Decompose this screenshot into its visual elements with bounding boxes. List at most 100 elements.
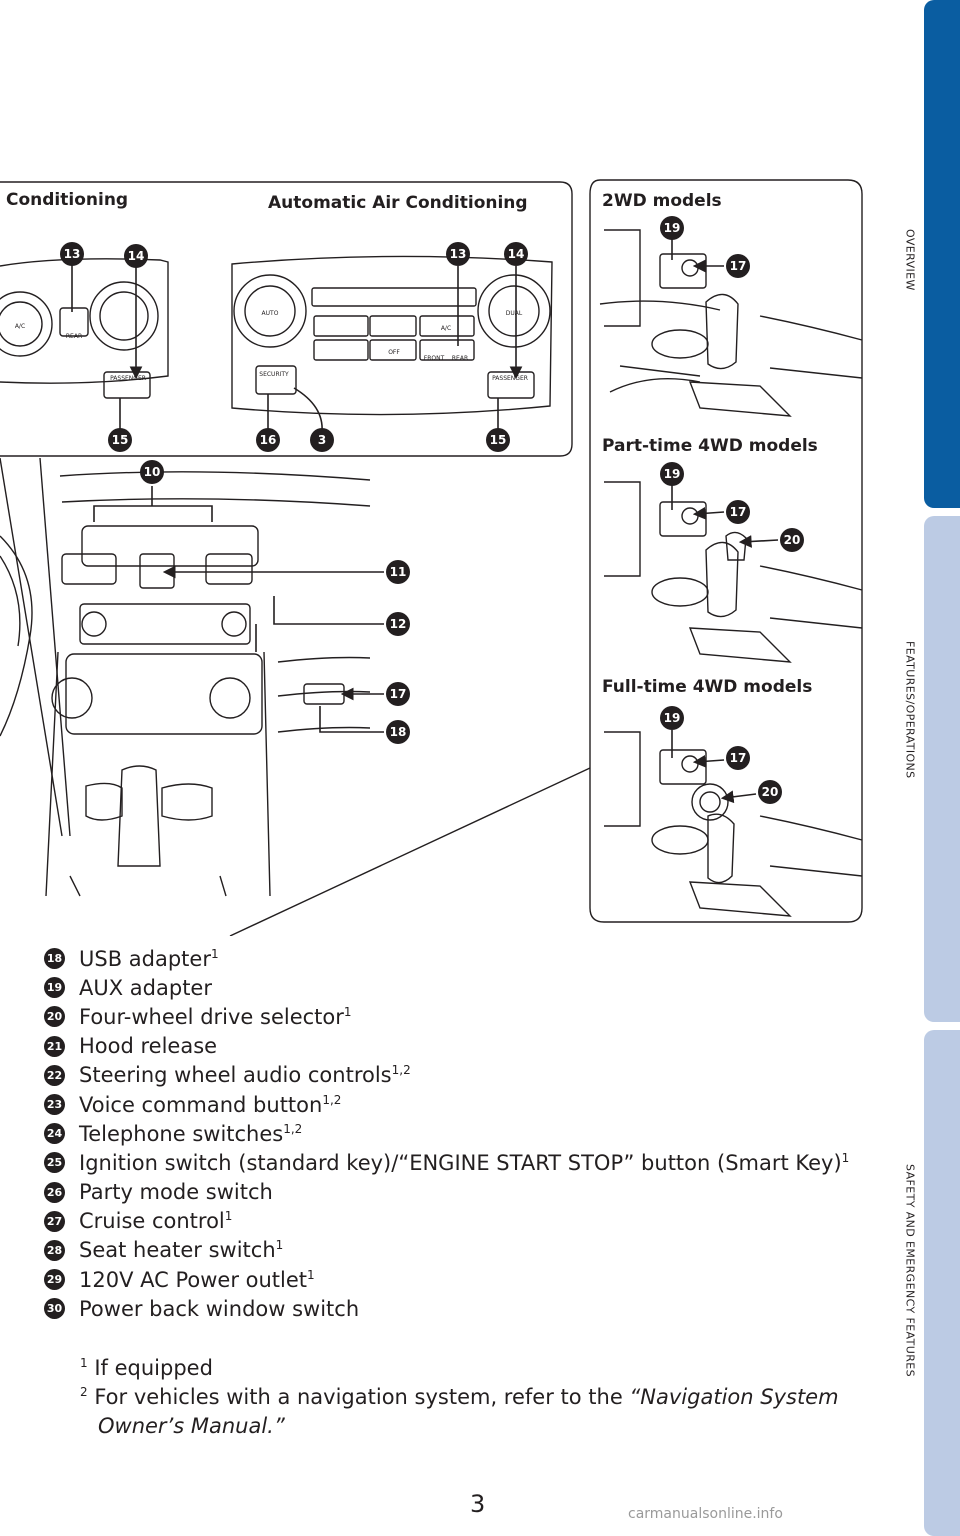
svg-text:17: 17 — [390, 687, 407, 701]
footnote-1: 1 If equipped — [80, 1356, 213, 1380]
passenger-label-auto: PASSENGER — [492, 375, 528, 382]
svg-text:17: 17 — [730, 751, 747, 765]
callout-17: 17 — [386, 682, 410, 706]
heading-parttime-4wd: Part-time 4WD models — [602, 436, 818, 456]
tab-overview[interactable]: OVERVIEW — [924, 0, 960, 508]
callout-17-fulltime: 17 — [726, 746, 750, 770]
svg-text:15: 15 — [112, 433, 129, 447]
callout-15-auto: 15 — [486, 428, 510, 452]
svg-text:12: 12 — [390, 617, 407, 631]
callout-19-fulltime: 19 — [660, 706, 684, 730]
svg-text:20: 20 — [784, 533, 801, 547]
callout-19-2wd: 19 — [660, 216, 684, 240]
callout-14-manual: 14 — [124, 244, 148, 268]
callout-13-manual: 13 — [60, 242, 84, 266]
tab-safety[interactable] — [924, 1030, 960, 1536]
svg-text:16: 16 — [260, 433, 277, 447]
number-badge: 23 — [44, 1094, 65, 1116]
heading-auto-ac: Automatic Air Conditioning — [268, 193, 528, 213]
ac-frame — [0, 181, 573, 457]
heading-2wd: 2WD models — [602, 191, 722, 211]
callout-20-parttime: 20 — [780, 528, 804, 552]
tab-features[interactable] — [924, 516, 960, 1022]
callout-13-auto: 13 — [446, 242, 470, 266]
svg-text:17: 17 — [730, 505, 747, 519]
number-badge: 25 — [44, 1152, 65, 1174]
ac-label: A/C — [15, 323, 25, 330]
callout-10: 10 — [140, 460, 164, 484]
models-frame — [589, 179, 863, 923]
ac-label-auto: A/C — [441, 325, 451, 332]
callout-11: 11 — [386, 560, 410, 584]
rear-label: REAR — [66, 333, 82, 340]
number-badge: 20 — [44, 1006, 65, 1028]
callout-17-2wd: 17 — [726, 254, 750, 278]
dashboard-line-drawing: A/C REAR AUTO DUAL A/C OFF FRONT REAR SE… — [0, 179, 863, 937]
svg-text:14: 14 — [508, 247, 525, 261]
number-badge: 18 — [44, 948, 65, 970]
footnote-2: 2 For vehicles with a navigation system,… — [80, 1385, 839, 1409]
callout-16: 16 — [256, 428, 280, 452]
number-badge: 19 — [44, 977, 65, 999]
callout-17-parttime: 17 — [726, 500, 750, 524]
svg-text:18: 18 — [390, 725, 407, 739]
callout-19-parttime: 19 — [660, 462, 684, 486]
passenger-label-manual: PASSENGER — [110, 375, 146, 382]
callout-15-manual: 15 — [108, 428, 132, 452]
svg-text:14: 14 — [128, 249, 145, 263]
off-label: OFF — [388, 349, 400, 356]
tab-safety-text: SAFETY AND EMERGENCY FEATURES — [903, 1163, 917, 1377]
svg-text:19: 19 — [664, 221, 681, 235]
callout-12: 12 — [386, 612, 410, 636]
callout-14-auto: 14 — [504, 242, 528, 266]
svg-text:19: 19 — [664, 467, 681, 481]
page-number: 3 — [470, 1490, 486, 1518]
watermark: carmanualsonline.info — [628, 1506, 783, 1522]
svg-text:15: 15 — [490, 433, 507, 447]
number-badge: 21 — [44, 1035, 65, 1057]
svg-text:13: 13 — [450, 247, 467, 261]
callout-20-fulltime: 20 — [758, 780, 782, 804]
number-badge: 29 — [44, 1269, 65, 1291]
svg-text:19: 19 — [664, 711, 681, 725]
number-badge: 28 — [44, 1239, 65, 1261]
footnote-2-continued: Owner’s Manual.” — [98, 1414, 285, 1438]
number-badge: 30 — [44, 1298, 65, 1320]
rear-label-auto: REAR — [452, 355, 468, 362]
number-badge: 22 — [44, 1064, 65, 1086]
dual-label: DUAL — [506, 310, 523, 317]
svg-text:11: 11 — [390, 565, 407, 579]
number-badge: 27 — [44, 1210, 65, 1232]
tab-features-text: FEATURES/OPERATIONS — [903, 641, 917, 779]
tab-overview-text: OVERVIEW — [903, 229, 917, 291]
security-label: SECURITY — [259, 371, 289, 378]
callout-18: 18 — [386, 720, 410, 744]
dashboard-illustration: A/C REAR AUTO DUAL A/C OFF FRONT REAR SE… — [0, 176, 900, 937]
svg-text:3: 3 — [318, 433, 326, 447]
heading-manual-ac: Conditioning — [6, 190, 129, 210]
front-label: FRONT — [424, 355, 445, 362]
heading-fulltime-4wd: Full-time 4WD models — [602, 677, 813, 697]
svg-text:10: 10 — [144, 465, 161, 479]
number-badge: 26 — [44, 1181, 65, 1203]
svg-text:13: 13 — [64, 247, 81, 261]
svg-text:20: 20 — [762, 785, 779, 799]
svg-text:17: 17 — [730, 259, 747, 273]
number-badge: 24 — [44, 1123, 65, 1145]
callout-3: 3 — [310, 428, 334, 452]
footnotes: 1 If equipped 2 For vehicles with a navi… — [80, 1354, 880, 1441]
